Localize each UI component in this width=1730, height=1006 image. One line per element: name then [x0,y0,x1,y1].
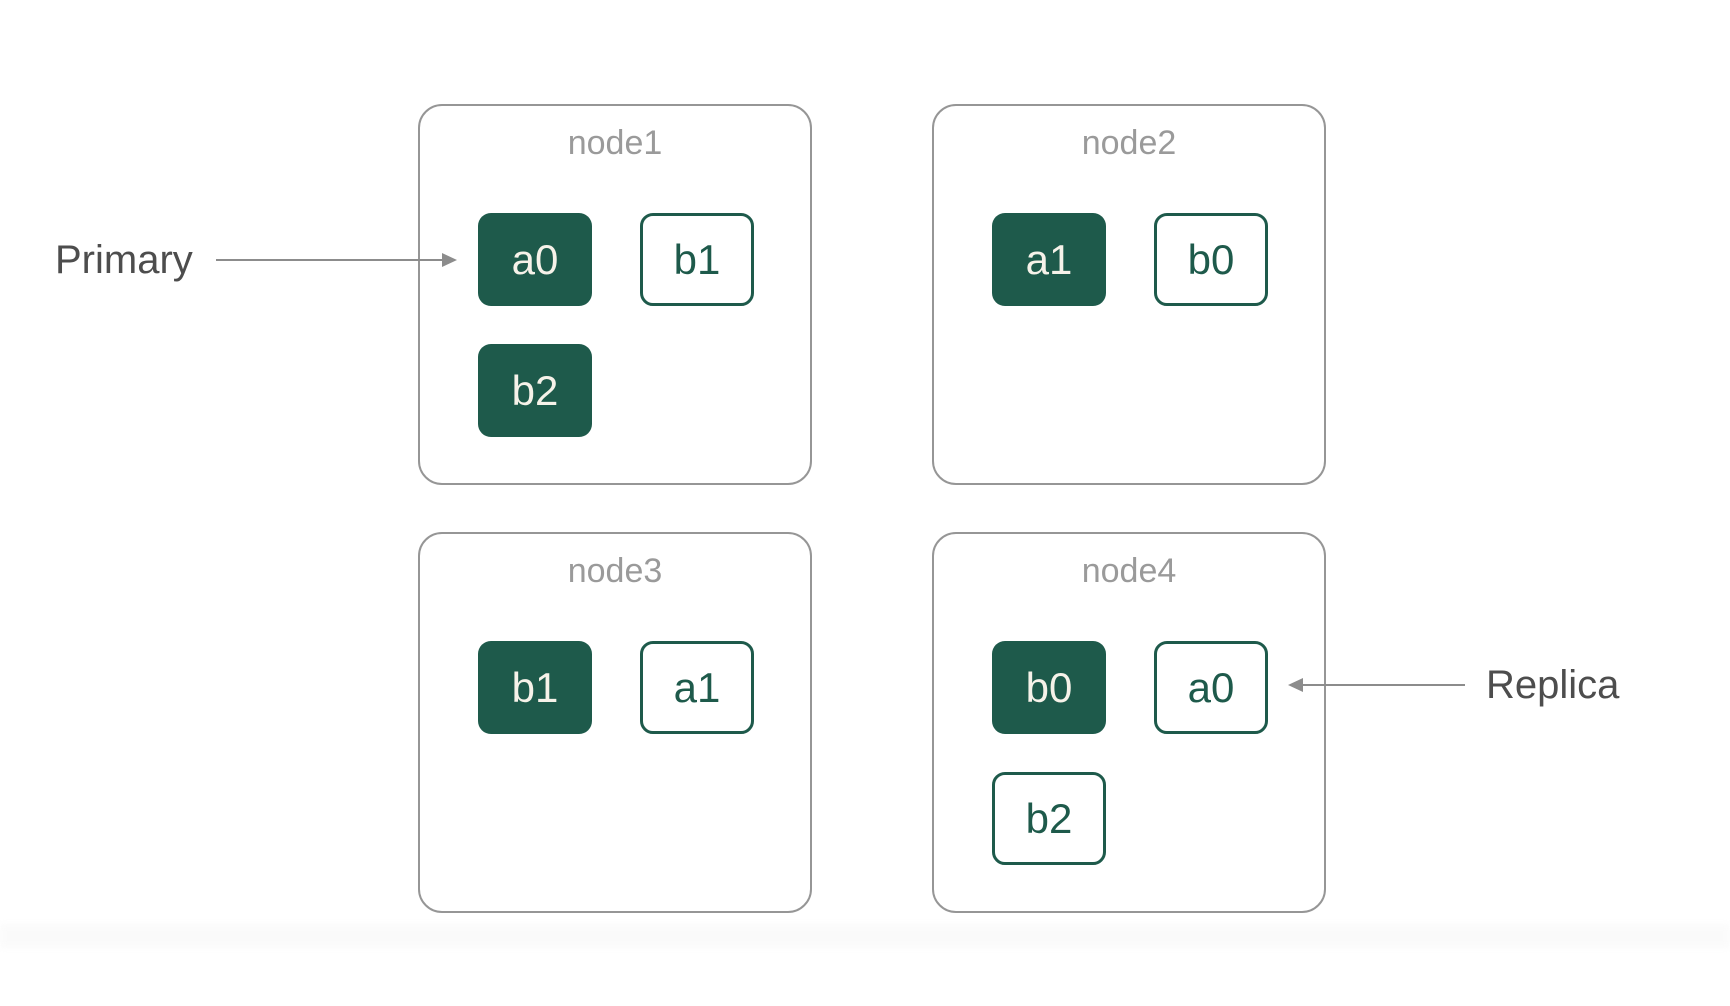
shard-b0-replica: b0 [1154,213,1268,306]
node-card-node4: node4 b0 a0 b2 [932,532,1326,913]
node-card-node1: node1 a0 b1 b2 [418,104,812,485]
shard-row: b2 [478,344,810,437]
shard-rows: a1 b0 [934,213,1324,306]
shard-b2-replica: b2 [992,772,1106,865]
shard-a1-primary: a1 [992,213,1106,306]
shard-b0-primary: b0 [992,641,1106,734]
shard-row: b0 a0 [992,641,1324,734]
node-title: node2 [1081,124,1177,162]
shard-row: b1 a1 [478,641,810,734]
replica-annotation-label: Replica [1486,663,1620,707]
shard-a0-replica: a0 [1154,641,1268,734]
shard-b1-primary: b1 [478,641,592,734]
shard-rows: b1 a1 [420,641,810,734]
shard-a1-replica: a1 [640,641,754,734]
shard-row: a1 b0 [992,213,1324,306]
shard-a0-primary: a0 [478,213,592,306]
node-title: node1 [567,124,663,162]
shard-row: a0 b1 [478,213,810,306]
page-bottom-shade [0,924,1730,948]
shard-rows: b0 a0 b2 [934,641,1324,865]
node-title: node3 [567,552,663,590]
primary-annotation-label: Primary [55,238,193,282]
shard-b1-replica: b1 [640,213,754,306]
node-card-node3: node3 b1 a1 [418,532,812,913]
shard-b2-primary: b2 [478,344,592,437]
shard-row: b2 [992,772,1324,865]
node-title: node4 [1081,552,1177,590]
node-card-node2: node2 a1 b0 [932,104,1326,485]
shard-rows: a0 b1 b2 [420,213,810,437]
